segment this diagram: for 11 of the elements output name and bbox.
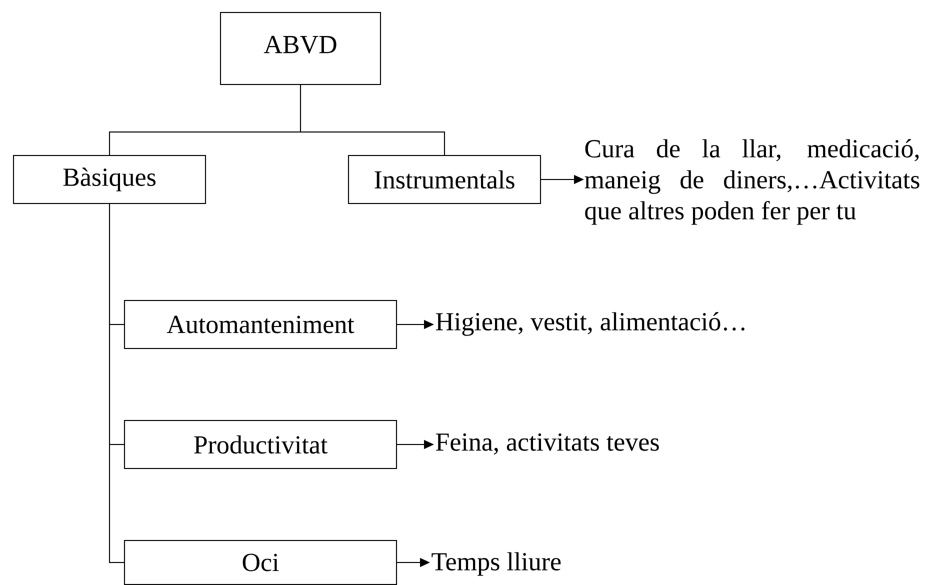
connector-line (300, 84, 445, 156)
description-text: Cura de la llar, medicació, maneig de diners,…Activitats que altres poden fer per tu (584, 139, 920, 225)
description-text: Higiene, vestit, alimentació… (436, 312, 744, 336)
category-box: Bàsiques (13, 155, 206, 204)
category-box: Oci (124, 540, 397, 585)
category-box: Productivitat (124, 420, 397, 469)
category-box: Instrumentals (348, 155, 541, 204)
category-box: ABVD (220, 12, 381, 85)
category-box: Automanteniment (124, 300, 397, 349)
description-text: Temps lliure (432, 552, 561, 576)
description-text: Feina, activitats teves (436, 433, 659, 455)
